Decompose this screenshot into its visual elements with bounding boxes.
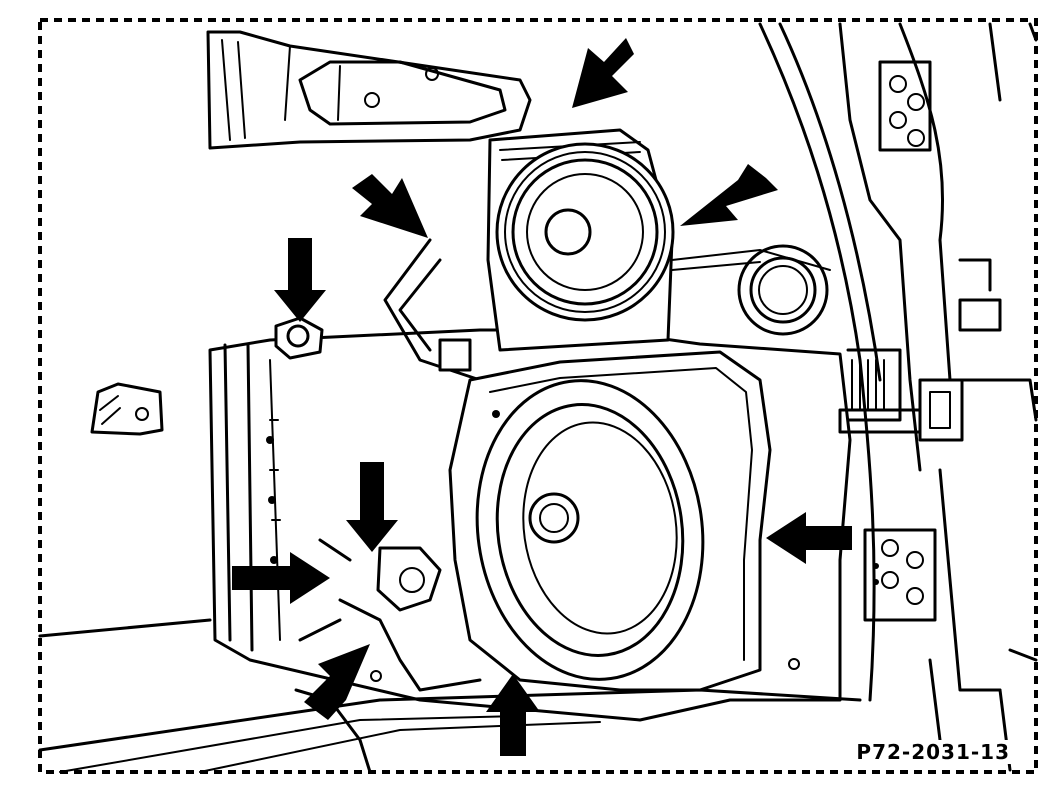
callout-arrow-9: [766, 512, 852, 564]
callout-arrow-4: [274, 238, 326, 322]
callout-arrow-3: [680, 164, 778, 226]
callout-arrow-1: [572, 38, 634, 108]
lower-hinge: [863, 528, 937, 622]
callout-arrow-2: [352, 174, 428, 238]
callout-arrow-8: [486, 674, 540, 756]
mounting-tab: [274, 316, 324, 360]
loose-bracket: [90, 382, 164, 436]
woofer-speaker: [475, 379, 705, 681]
door-frame-pillar: [758, 22, 1038, 772]
door-latch-bracket: [838, 348, 964, 442]
cable-clip-bracket: [298, 538, 482, 692]
callout-arrow-5: [346, 462, 398, 552]
callout-arrow-7: [304, 644, 370, 720]
figure-reference-code: P72-2031-13: [854, 740, 1012, 764]
dashed-frame: [38, 18, 1038, 774]
door-sill: [38, 618, 862, 774]
callout-arrow-6: [232, 552, 330, 604]
round-port-ring: [737, 244, 829, 336]
speaker-wiring: [383, 238, 831, 382]
upper-speaker-housing: [486, 128, 675, 352]
callout-arrows: [232, 38, 852, 756]
door-handle-housing: [206, 30, 532, 150]
